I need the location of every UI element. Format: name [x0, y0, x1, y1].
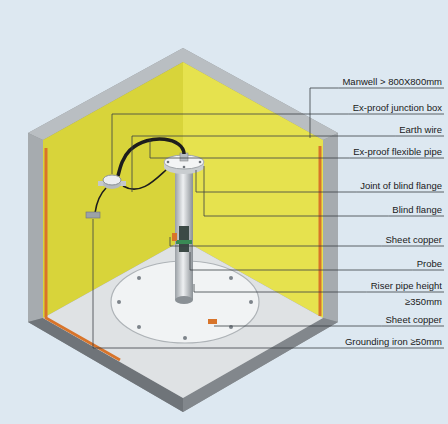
flange-joint	[180, 153, 188, 161]
leader-line	[196, 170, 356, 192]
wall-cut-face	[28, 133, 43, 322]
leader-line	[170, 237, 381, 246]
bolt	[183, 336, 187, 340]
label-underline	[413, 270, 444, 271]
callout-label: Grounding iron ≥50mm	[345, 336, 442, 347]
manwell-body	[28, 48, 338, 412]
grounding-iron	[86, 212, 100, 218]
bolt	[183, 166, 186, 169]
probe-ring	[176, 240, 192, 244]
callout-label: Joint of blind flange	[360, 180, 442, 191]
label-underline	[349, 114, 444, 115]
callout-label: Sheet copper	[385, 314, 442, 325]
label-underline	[381, 326, 444, 327]
bolt	[249, 300, 253, 304]
bolt	[137, 325, 141, 329]
label-underline	[356, 192, 444, 193]
bolt	[167, 161, 170, 164]
earth-wire	[123, 170, 166, 189]
bolt	[137, 276, 141, 280]
copper-strip	[319, 146, 322, 316]
label-underline	[367, 292, 444, 293]
leader-line	[190, 252, 413, 270]
cover-sheet-copper	[208, 319, 217, 324]
wall-cut-face	[323, 133, 338, 322]
copper-strip	[46, 148, 120, 360]
leader-line	[310, 88, 338, 138]
leader-line	[93, 219, 341, 348]
flexible-pipe	[118, 139, 184, 176]
callout-label: Ex-proof junction box	[353, 102, 442, 113]
callout-label: Probe	[417, 258, 442, 269]
riser-pipe	[175, 166, 193, 300]
earth-wire	[95, 188, 106, 213]
callout-label: Earth wire	[399, 124, 442, 135]
leader-line	[132, 136, 395, 192]
leader-line	[150, 140, 349, 158]
probe	[179, 226, 189, 252]
label-underline	[395, 136, 444, 137]
label-underline	[349, 158, 444, 159]
leader-line	[194, 284, 367, 292]
label-underline	[388, 216, 444, 217]
callout-label: Riser pipe height	[371, 280, 442, 291]
pipe-sheet-copper	[172, 233, 177, 241]
callout-label: Ex-proof flexible pipe	[353, 146, 442, 157]
bolt	[117, 300, 121, 304]
callout-label: Sheet copper	[385, 234, 442, 245]
bolt	[229, 276, 233, 280]
callout-label: Blind flange	[392, 204, 442, 215]
riser-pipe-base	[175, 296, 193, 304]
callout-label: Manwell > 800X800mm	[342, 76, 442, 87]
bolt	[199, 161, 202, 164]
callout-label: ≥350mm	[405, 296, 442, 307]
leader-line	[214, 326, 381, 327]
junction-box	[103, 175, 121, 185]
label-underline	[381, 246, 444, 247]
label-underline	[338, 88, 444, 89]
label-underline	[341, 348, 444, 349]
leader-line	[204, 166, 388, 216]
leader-line	[112, 114, 349, 174]
